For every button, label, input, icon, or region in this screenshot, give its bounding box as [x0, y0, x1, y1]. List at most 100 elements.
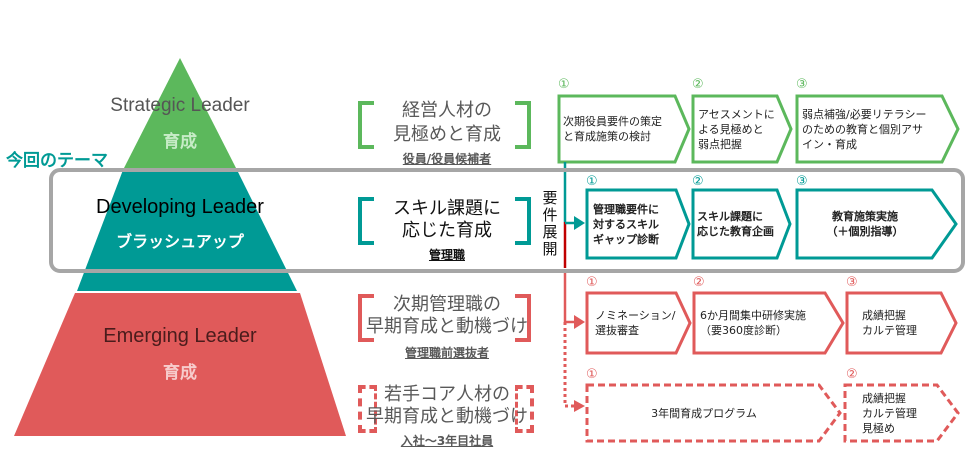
step-text: 管理職要件に対するスキルギャップ診断: [593, 193, 678, 255]
step-number: ②: [846, 367, 858, 382]
step-number: ③: [846, 275, 858, 290]
step-text: 教育施策実施 （＋個別指導）: [800, 193, 930, 255]
step-text: 弱点補強/必要リテラシーのための教育と個別アサイン・育成: [802, 100, 947, 158]
step-line: 弱点把握: [698, 137, 742, 151]
step-text: 成績把握カルテ管理: [862, 296, 942, 350]
connector-label-char: 要: [542, 189, 558, 207]
step-number: ②: [692, 77, 704, 92]
step-text: 成績把握カルテ管理見極め: [862, 388, 937, 438]
target-young-core-audience: 入社～3年目社員: [400, 434, 494, 448]
step-line: カルテ管理: [862, 324, 917, 337]
target-next-manager-line-1: 次期管理職の: [393, 294, 501, 315]
target-next-manager-line-2: 早期育成と動機づけ: [366, 316, 528, 337]
step-line: 6か月間集中研修実施: [700, 309, 806, 322]
bracket-right: [515, 197, 531, 245]
tier-subtitle-strategic: 育成: [163, 132, 197, 152]
flow-manager: [585, 188, 958, 260]
flow-young-core: [585, 383, 960, 443]
step-number: ①: [586, 367, 598, 382]
step-line: 応じた教育企画: [697, 225, 774, 238]
bracket-right: [515, 101, 531, 149]
connector-label-char: 開: [542, 240, 558, 258]
tier-title-emerging: Emerging Leader: [103, 325, 257, 347]
step-number: ①: [586, 275, 598, 290]
step-number: ①: [586, 174, 598, 189]
bracket-left: [358, 294, 374, 342]
step-number: ②: [693, 275, 705, 290]
bracket-left: [358, 385, 377, 433]
step-line: ギャップ診断: [593, 232, 659, 246]
step-line: スキル課題に: [697, 210, 763, 223]
step-line: 管理職要件に: [593, 202, 659, 216]
step-number: ③: [796, 174, 808, 189]
step-text: アセスメントによる見極めと弱点把握: [698, 100, 783, 158]
flow-next-manager: [585, 291, 958, 355]
flow-next-manager-step-2: [692, 291, 845, 355]
step-text: 6か月間集中研修実施 （要360度診断）: [700, 296, 830, 350]
step-line: 教育施策実施: [832, 210, 898, 223]
bracket-left: [358, 101, 374, 149]
bracket-right: [515, 385, 534, 433]
flow-next-manager-step-3: [845, 291, 958, 355]
pyramid-tier-developing: [77, 170, 297, 291]
target-executive-audience: 役員/役員候補者: [402, 152, 492, 166]
step-line: （要360度診断）: [700, 324, 787, 337]
step-line: と育成施策の検討: [563, 130, 651, 143]
step-line: カルテ管理: [862, 406, 917, 420]
flow-executive: [557, 94, 960, 164]
step-line: のための教育と個別アサ: [802, 122, 923, 136]
current-theme-frame: [49, 168, 965, 273]
current-theme-label: 今回のテーマ: [6, 151, 108, 171]
step-line: 弱点補強/必要リテラシー: [802, 107, 927, 121]
step-line: 3年間育成プログラム: [651, 406, 757, 420]
connector-label-char: 件: [542, 206, 558, 224]
step-line: 見極め: [862, 421, 895, 435]
target-manager-line-2: 応じた育成: [402, 220, 492, 241]
step-line: 対するスキル: [593, 217, 659, 231]
pyramid-tier-strategic: [124, 58, 236, 168]
target-executive-line-2: 見極めと育成: [393, 124, 501, 145]
step-line: ノミネーション/: [595, 309, 676, 322]
flow-manager-step-1: [585, 188, 691, 260]
step-line: 成績把握: [862, 309, 906, 322]
step-line: 選抜審査: [595, 324, 639, 337]
target-next-manager-audience: 管理職前選抜者: [404, 346, 489, 360]
step-text: ノミネーション/選抜審査: [595, 296, 680, 350]
arrow-to-next-manager-flow-icon: [574, 315, 585, 329]
flow-young-core-step-2: [843, 383, 960, 443]
flow-manager-step-2: [691, 188, 792, 260]
step-number: ①: [558, 77, 570, 92]
flow-executive-step-3: [795, 94, 960, 164]
step-line: （＋個別指導）: [826, 225, 904, 238]
step-text: スキル課題に応じた教育企画: [697, 193, 789, 255]
flow-next-manager-step-1: [585, 291, 692, 355]
target-manager-audience: 管理職: [428, 248, 465, 262]
arrow-to-manager-flow-icon: [574, 216, 585, 230]
target-young-core-line-2: 早期育成と動機づけ: [366, 406, 528, 427]
target-manager-line-1: スキル課題に: [393, 198, 501, 219]
connector-label-char: 展: [542, 223, 558, 241]
arrow-to-young-core-flow-icon: [574, 400, 585, 412]
tier-title-developing: Developing Leader: [96, 196, 264, 218]
target-executive-line-1: 経営人材の: [402, 100, 492, 121]
step-line: イン・育成: [802, 137, 857, 151]
bracket-right: [515, 294, 531, 342]
step-number: ③: [796, 77, 808, 92]
tier-subtitle-emerging: 育成: [163, 363, 197, 383]
flow-executive-step-1: [557, 94, 691, 164]
bracket-left: [358, 197, 374, 245]
step-line: 次期役員要件の策定: [563, 115, 662, 128]
step-line: よる見極めと: [698, 122, 764, 136]
flow-manager-step-3: [795, 188, 958, 260]
step-number: ②: [692, 174, 704, 189]
step-text: 次期役員要件の策定と育成施策の検討: [563, 100, 678, 158]
target-young-core-line-1: 若手コア人材の: [384, 384, 510, 405]
step-line: アセスメントに: [698, 107, 775, 121]
step-text: 3年間育成プログラム: [590, 388, 818, 438]
tier-subtitle-developing: ブラッシュアップ: [116, 232, 244, 251]
flow-executive-step-2: [691, 94, 793, 164]
flow-young-core-step-1: [585, 383, 842, 443]
tier-title-strategic: Strategic Leader: [110, 95, 250, 116]
step-line: 成績把握: [862, 391, 906, 405]
